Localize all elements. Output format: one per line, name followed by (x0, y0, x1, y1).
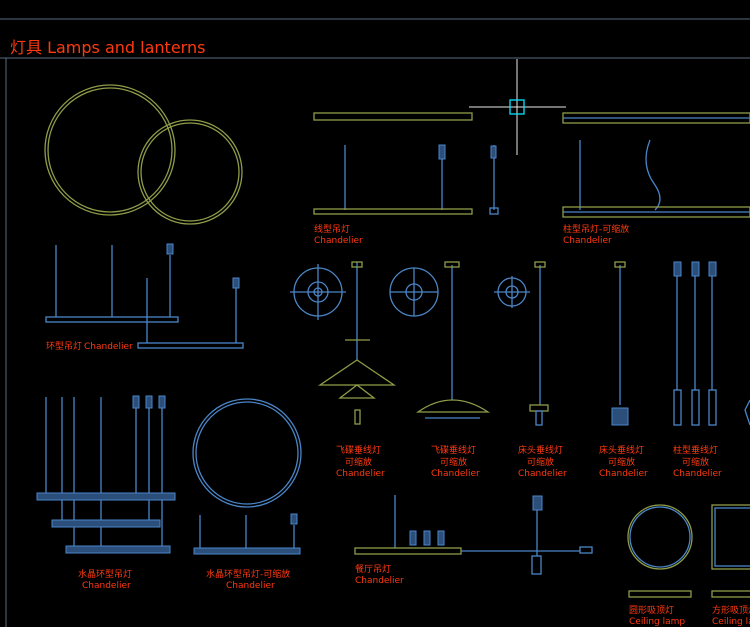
label-linear-en: Chandelier (314, 236, 363, 246)
double-ring-chandelier[interactable] (44, 84, 243, 225)
crosshair-cursor-icon (469, 59, 566, 155)
label-bed2-cn2: 可缩放 (608, 456, 635, 468)
label-ufo1-cn: 飞碟垂线灯 (336, 444, 381, 456)
label-bed2-en: Chandelier (599, 469, 648, 479)
label-column-en: Chandelier (563, 236, 612, 246)
label-colpend-en: Chandelier (673, 469, 722, 479)
label-bed1-en: Chandelier (518, 469, 567, 479)
partial-lamp-edge (744, 399, 750, 426)
label-dining-cn: 餐厅吊灯 (355, 563, 391, 575)
label-bed1-cn2: 可缩放 (527, 456, 554, 468)
dining-chandelier[interactable] (354, 495, 593, 575)
label-square-ceiling-cn: 方形吸顶灯 (712, 604, 750, 616)
ufo-pendant-1[interactable] (290, 261, 397, 425)
label-colpend-cn: 柱型垂线灯 (673, 444, 718, 456)
label-crystal2-en: Chandelier (226, 581, 275, 591)
label-crystal-cn: 水晶环型吊灯 (78, 568, 132, 580)
label-linear-cn: 线型吊灯 (314, 223, 350, 235)
label-square-ceiling-en: Ceiling la (712, 617, 750, 627)
label-ufo2-cn2: 可缩放 (440, 456, 467, 468)
label-ufo1-en: Chandelier (336, 469, 385, 479)
label-column-cn: 柱型吊灯-可缩放 (563, 223, 629, 235)
crystal-ring-chandelier[interactable] (36, 395, 176, 554)
column-chandelier[interactable] (562, 112, 750, 218)
crystal-ring-chandelier-scalable[interactable] (192, 398, 302, 555)
label-bed2-cn: 床头垂线灯 (599, 444, 644, 456)
column-pendant[interactable] (673, 261, 717, 426)
label-dining-en: Chandelier (355, 576, 404, 586)
linear-chandelier[interactable] (313, 112, 499, 215)
label-crystal2-cn: 水晶环型吊灯-可缩放 (206, 568, 290, 580)
ring-chandelier[interactable] (45, 243, 244, 349)
round-ceiling-lamp[interactable] (627, 504, 693, 598)
label-ring-en: Chandelier (84, 342, 133, 352)
label-bed1-cn: 床头垂线灯 (518, 444, 563, 456)
label-ring-cn: 环型吊灯 (46, 341, 82, 352)
drawing-title: 灯具 Lamps and lanterns (10, 38, 205, 57)
label-round-ceiling-cn: 圆形吸顶灯 (629, 604, 674, 616)
square-ceiling-lamp[interactable] (711, 504, 750, 598)
label-crystal-en: Chandelier (82, 581, 131, 591)
label-ufo1-cn2: 可缩放 (345, 456, 372, 468)
bedside-pendant-1[interactable] (494, 261, 549, 426)
bedside-pendant-2[interactable] (611, 261, 629, 426)
label-round-ceiling-en: Ceiling lamp (629, 617, 685, 627)
label-ufo2-en: Chandelier (431, 469, 480, 479)
label-colpend-cn2: 可缩放 (682, 456, 709, 468)
label-ufo2-cn: 飞碟垂线灯 (431, 444, 476, 456)
ufo-pendant-2[interactable] (389, 261, 491, 419)
